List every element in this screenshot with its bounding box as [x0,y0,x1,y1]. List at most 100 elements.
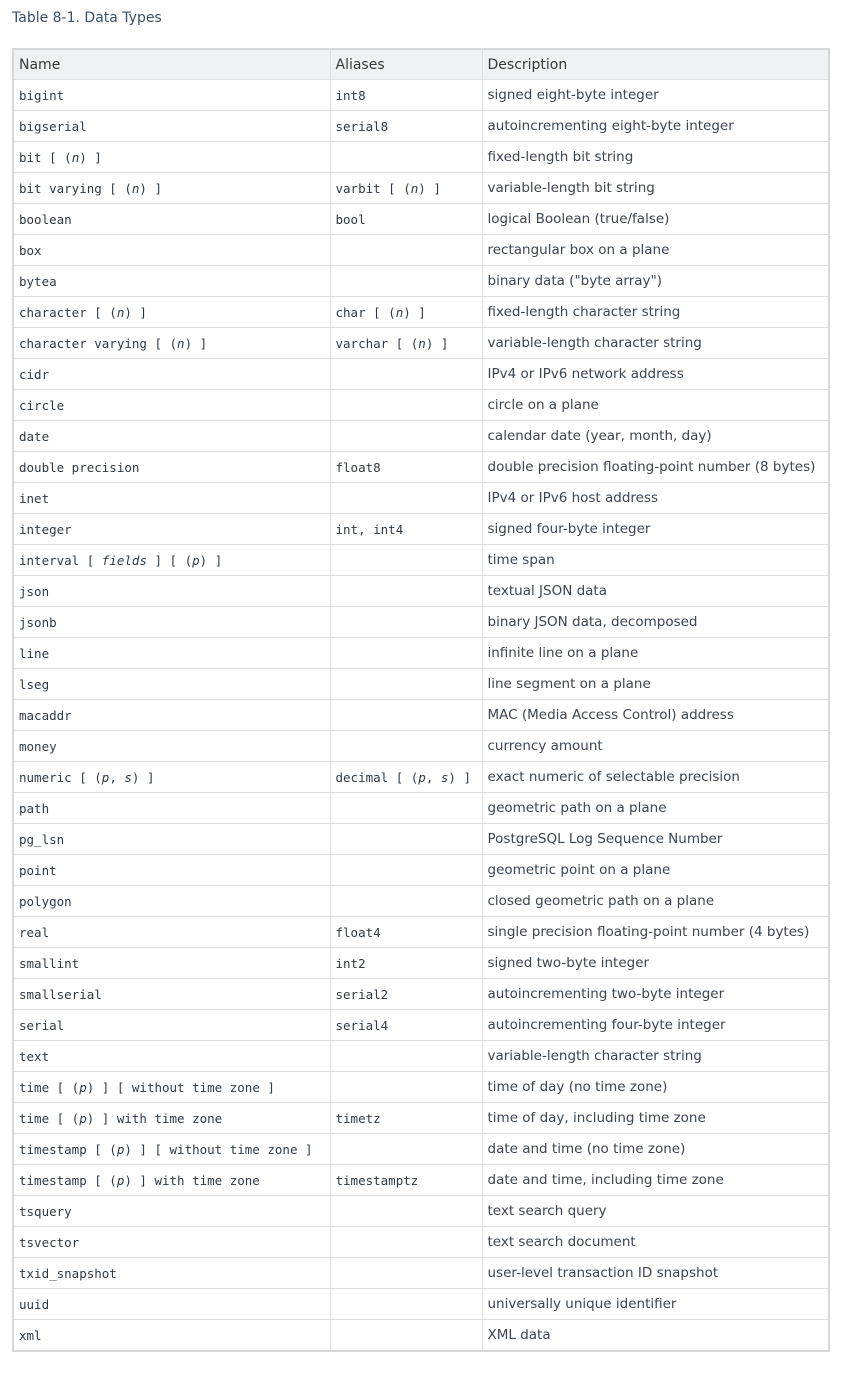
type-description-cell: rectangular box on a plane [481,234,830,266]
table-row: time [ (p) ] [ without time zone ]time o… [12,1071,830,1103]
table-row: bit varying [ (n) ]varbit [ (n) ]variabl… [12,172,830,204]
type-aliases-cell [329,854,483,886]
type-name-cell: xml [12,1319,331,1352]
type-description-cell: date and time (no time zone) [481,1133,830,1165]
type-description-cell: autoincrementing two-byte integer [481,978,830,1010]
type-name-cell: macaddr [12,699,331,731]
type-aliases-cell [329,482,483,514]
type-description-cell: text search query [481,1195,830,1227]
type-aliases-cell: serial4 [329,1009,483,1041]
type-name-cell: money [12,730,331,762]
type-description-cell: fixed-length bit string [481,141,830,173]
table-row: character varying [ (n) ]varchar [ (n) ]… [12,327,830,359]
type-name-cell: txid_snapshot [12,1257,331,1289]
type-name-cell: json [12,575,331,607]
type-name-cell: bigint [12,79,331,111]
type-aliases-cell: timetz [329,1102,483,1134]
type-name-cell: tsquery [12,1195,331,1227]
type-description-cell: signed eight-byte integer [481,79,830,111]
type-aliases-cell [329,885,483,917]
type-name-cell: smallserial [12,978,331,1010]
type-aliases-cell [329,606,483,638]
type-aliases-cell [329,1226,483,1258]
type-description-cell: variable-length bit string [481,172,830,204]
type-name-cell: inet [12,482,331,514]
type-description-cell: exact numeric of selectable precision [481,761,830,793]
type-aliases-cell [329,1133,483,1165]
type-name-cell: bytea [12,265,331,297]
type-name-cell: double precision [12,451,331,483]
table-row: json textual JSON data [12,575,830,607]
type-description-cell: IPv4 or IPv6 host address [481,482,830,514]
type-aliases-cell [329,1195,483,1227]
type-aliases-cell [329,1288,483,1320]
type-aliases-cell [329,420,483,452]
type-aliases-cell: serial2 [329,978,483,1010]
type-aliases-cell: timestamptz [329,1164,483,1196]
type-description-cell: circle on a plane [481,389,830,421]
type-description-cell: calendar date (year, month, day) [481,420,830,452]
type-description-cell: double precision floating-point number (… [481,451,830,483]
type-name-cell: character [ (n) ] [12,296,331,328]
type-aliases-cell [329,544,483,576]
type-name-cell: path [12,792,331,824]
type-description-cell: XML data [481,1319,830,1352]
type-description-cell: textual JSON data [481,575,830,607]
header-description: Description [481,48,830,80]
type-name-cell: tsvector [12,1226,331,1258]
type-aliases-cell [329,1071,483,1103]
header-name: Name [12,48,331,80]
table-row: xml XML data [12,1319,830,1352]
table-caption: Table 8-1. Data Types [12,10,162,26]
type-aliases-cell: varchar [ (n) ] [329,327,483,359]
type-name-cell: serial [12,1009,331,1041]
table-row: timestamp [ (p) ] [ without time zone ]d… [12,1133,830,1165]
type-name-cell: numeric [ (p, s) ] [12,761,331,793]
type-aliases-cell: int, int4 [329,513,483,545]
table-header-row: Name Aliases Description [12,48,830,80]
type-name-cell: time [ (p) ] [ without time zone ] [12,1071,331,1103]
type-name-cell: line [12,637,331,669]
type-description-cell: date and time, including time zone [481,1164,830,1196]
type-description-cell: variable-length character string [481,1040,830,1072]
type-aliases-cell [329,1040,483,1072]
type-name-cell: integer [12,513,331,545]
type-name-cell: point [12,854,331,886]
type-description-cell: closed geometric path on a plane [481,885,830,917]
type-aliases-cell [329,668,483,700]
type-aliases-cell [329,1257,483,1289]
type-description-cell: single precision floating-point number (… [481,916,830,948]
type-description-cell: universally unique identifier [481,1288,830,1320]
type-name-cell: timestamp [ (p) ] with time zone [12,1164,331,1196]
type-aliases-cell [329,234,483,266]
table-row: bit [ (n) ]fixed-length bit string [12,141,830,173]
table-row: tsquery text search query [12,1195,830,1227]
type-aliases-cell [329,265,483,297]
type-name-cell: circle [12,389,331,421]
type-name-cell: interval [ fields ] [ (p) ] [12,544,331,576]
type-description-cell: MAC (Media Access Control) address [481,699,830,731]
type-name-cell: boolean [12,203,331,235]
type-description-cell: line segment on a plane [481,668,830,700]
type-description-cell: geometric path on a plane [481,792,830,824]
type-aliases-cell: char [ (n) ] [329,296,483,328]
type-aliases-cell: float8 [329,451,483,483]
type-aliases-cell: int8 [329,79,483,111]
